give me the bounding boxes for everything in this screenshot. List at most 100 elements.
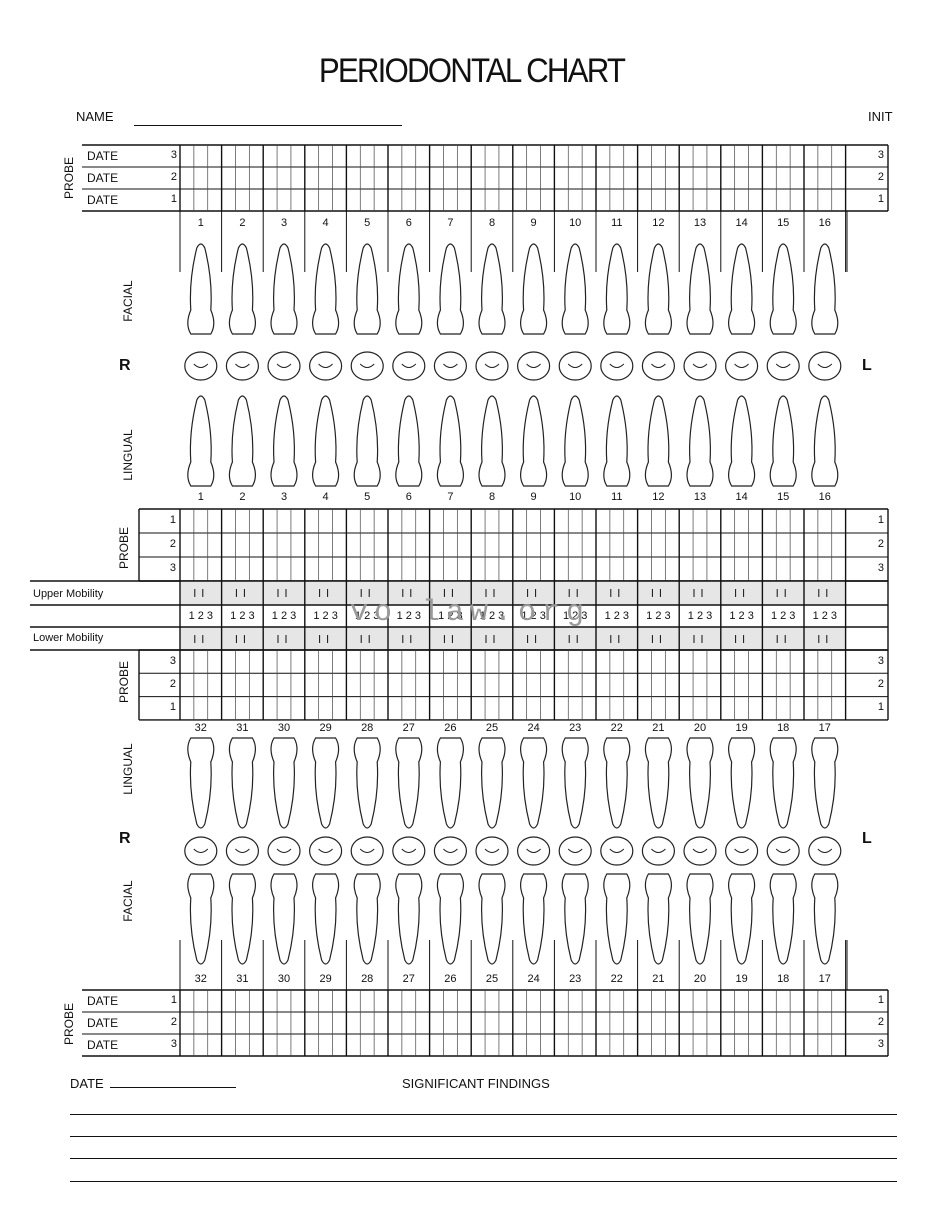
upper-occlusal-tooth bbox=[724, 351, 759, 381]
upper-probe-row-number-left: 2 bbox=[170, 171, 177, 183]
upper-facial-tooth bbox=[769, 243, 797, 335]
upper-facial-tooth bbox=[312, 243, 340, 335]
left-label-upper: L bbox=[862, 357, 872, 374]
lower-facial-tooth bbox=[811, 873, 839, 965]
mobility-digits: 1 2 3 bbox=[646, 610, 671, 622]
lower-occlusal-tooth-groove bbox=[817, 848, 833, 853]
upper-tooth-number: 12 bbox=[652, 217, 665, 229]
upper-tooth-number-lingual: 11 bbox=[611, 491, 623, 503]
lower-occlusal-tooth-groove bbox=[443, 848, 458, 853]
lower-occlusal-tooth bbox=[641, 836, 676, 866]
upper-inner-probe-row-number-right: 3 bbox=[877, 562, 884, 574]
lower-tooth-number-lingual: 18 bbox=[777, 722, 790, 734]
mobility-digits: 1 2 3 bbox=[521, 610, 546, 622]
upper-tooth-number: 8 bbox=[488, 217, 496, 229]
upper-facial-tooth bbox=[520, 243, 548, 335]
findings-line-4[interactable] bbox=[70, 1181, 897, 1182]
lower-facial-tooth bbox=[769, 873, 797, 965]
right-label-upper: R bbox=[119, 357, 131, 374]
lower-facial-tooth bbox=[228, 873, 256, 965]
upper-probe-row-number-right: 2 bbox=[877, 171, 884, 183]
mobility-digits: 1 2 3 bbox=[479, 610, 505, 622]
upper-occlusal-tooth-groove bbox=[567, 363, 583, 368]
upper-facial-tooth bbox=[644, 243, 672, 335]
upper-lingual-tooth bbox=[644, 395, 672, 487]
footer-date-field[interactable] bbox=[110, 1087, 236, 1088]
lower-facial-tooth bbox=[312, 873, 340, 965]
upper-tooth-number-lingual: 8 bbox=[488, 491, 496, 503]
lower-occlusal-tooth bbox=[766, 836, 800, 866]
lower-occlusal-tooth-groove bbox=[359, 848, 375, 853]
lower-occlusal-tooth-groove bbox=[276, 848, 292, 853]
upper-tooth-number: 3 bbox=[280, 217, 288, 229]
upper-tooth-number: 9 bbox=[530, 217, 537, 229]
findings-line-1[interactable] bbox=[70, 1114, 897, 1115]
lower-tooth-number-lingual: 30 bbox=[277, 722, 291, 734]
page-title: PERIODONTAL CHART bbox=[318, 52, 626, 90]
name-field[interactable] bbox=[134, 124, 402, 126]
upper-lingual-tooth bbox=[603, 395, 631, 487]
upper-facial-tooth bbox=[436, 243, 464, 335]
lower-tooth-number: 18 bbox=[777, 973, 790, 985]
upper-lingual-tooth bbox=[395, 395, 423, 487]
upper-tooth-number: 11 bbox=[611, 217, 623, 229]
upper-tooth-number-lingual: 15 bbox=[777, 491, 790, 503]
upper-lingual-tooth bbox=[312, 395, 340, 487]
lower-facial-tooth bbox=[520, 873, 548, 965]
lower-occlusal-tooth bbox=[683, 836, 717, 866]
upper-tooth-number: 6 bbox=[405, 217, 412, 229]
mobility-digits: 1 2 3 bbox=[812, 610, 838, 622]
lower-tooth-number-lingual: 32 bbox=[194, 722, 207, 734]
upper-occlusal-tooth bbox=[475, 351, 509, 381]
upper-occlusal-tooth bbox=[808, 351, 842, 381]
upper-facial-tooth bbox=[728, 243, 756, 335]
lower-occlusal-tooth-groove bbox=[318, 848, 333, 853]
upper-occlusal-tooth bbox=[766, 351, 800, 381]
upper-tooth-number-lingual: 3 bbox=[280, 491, 288, 503]
lower-tooth-number-lingual: 29 bbox=[319, 722, 332, 734]
name-label: NAME bbox=[76, 109, 114, 124]
upper-occlusal-tooth bbox=[392, 351, 426, 381]
upper-probe-row-number-left: 3 bbox=[170, 149, 177, 161]
upper-occlusal-tooth-groove bbox=[235, 363, 250, 368]
upper-facial-tooth bbox=[811, 243, 839, 335]
upper-occlusal-tooth bbox=[516, 351, 551, 381]
lower-facial-tooth bbox=[644, 873, 672, 965]
mobility-digits: 1 2 3 bbox=[770, 610, 796, 622]
findings-line-3[interactable] bbox=[70, 1158, 897, 1159]
lower-probe-row-number-right: 3 bbox=[877, 1038, 884, 1050]
lower-occlusal-tooth bbox=[267, 836, 301, 866]
lower-facial-tooth bbox=[561, 873, 589, 965]
upper-lingual-tooth bbox=[811, 395, 839, 487]
lower-facial-tooth bbox=[686, 873, 714, 965]
upper-facial-tooth bbox=[228, 243, 256, 335]
lower-lingual-tooth bbox=[769, 737, 797, 829]
upper-inner-probe-row-number-left: 3 bbox=[169, 562, 176, 574]
lower-tooth-number-lingual: 31 bbox=[236, 722, 249, 734]
lower-lingual-tooth bbox=[228, 737, 256, 829]
upper-tooth-number: 7 bbox=[447, 217, 454, 229]
lower-facial-tooth bbox=[187, 873, 215, 965]
lower-probe-row-number-left: 1 bbox=[170, 994, 177, 1006]
lower-lingual-tooth bbox=[644, 737, 672, 829]
lower-lingual-tooth bbox=[270, 737, 298, 829]
upper-lingual-tooth bbox=[686, 395, 714, 487]
lower-tooth-number: 20 bbox=[693, 973, 707, 985]
upper-tooth-number: 10 bbox=[569, 217, 582, 229]
lower-occlusal-tooth bbox=[184, 836, 218, 866]
findings-line-2[interactable] bbox=[70, 1136, 897, 1137]
upper-lingual-tooth bbox=[187, 395, 215, 487]
upper-tooth-number-lingual: 5 bbox=[364, 491, 371, 503]
mobility-digits: 1 2 3 bbox=[313, 610, 338, 622]
lower-occlusal-tooth bbox=[600, 836, 634, 866]
upper-occlusal-tooth bbox=[558, 351, 592, 381]
lower-tooth-number: 19 bbox=[735, 973, 748, 985]
lower-probe-row-number-right: 1 bbox=[877, 994, 884, 1006]
lower-tooth-number: 23 bbox=[569, 973, 582, 985]
upper-inner-probe-row-number-right: 2 bbox=[877, 538, 884, 550]
upper-lingual-tooth bbox=[436, 395, 464, 487]
upper-lingual-tooth bbox=[228, 395, 256, 487]
lower-lingual-tooth bbox=[686, 737, 714, 829]
lower-occlusal-tooth bbox=[516, 836, 551, 866]
lower-facial-tooth bbox=[270, 873, 298, 965]
